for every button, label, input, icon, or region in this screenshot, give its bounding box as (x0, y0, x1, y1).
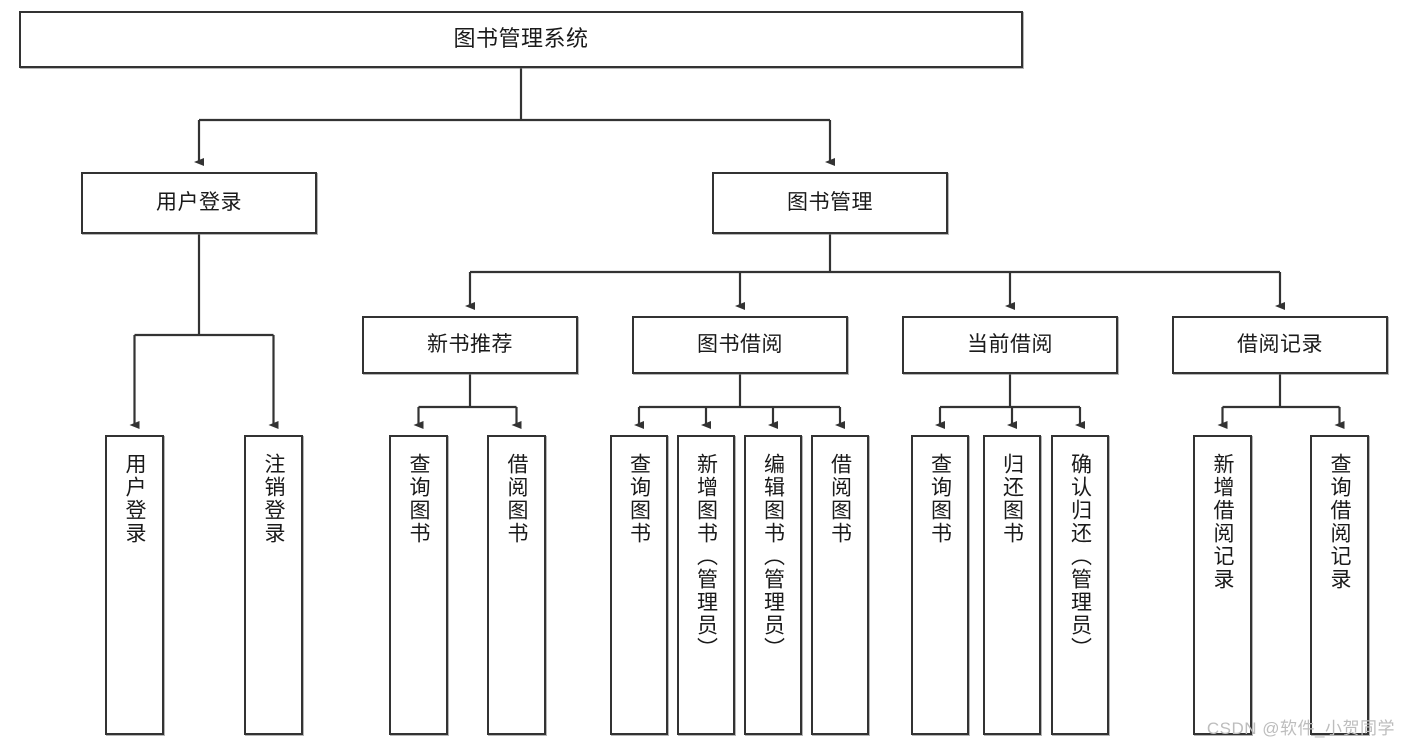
node-user-login[interactable]: 用户登录 (81, 172, 317, 234)
node-book-borrow[interactable]: 图书借阅 (632, 316, 848, 374)
node-new-book-recommend[interactable]: 新书推荐 (362, 316, 578, 374)
node-label-borrow-record: 借阅记录 (1237, 333, 1323, 357)
node-label-leaf-user-logout: 注销登录 (262, 453, 285, 545)
node-leaf-add-book-admin[interactable]: 新增图书（管理员） (677, 435, 735, 735)
node-borrow-record[interactable]: 借阅记录 (1172, 316, 1388, 374)
watermark-text: CSDN @软件_小贺同学 (1206, 719, 1395, 738)
node-label-leaf-edit-book-admin: 编辑图书（管理员） (761, 453, 785, 660)
node-leaf-user-login[interactable]: 用户登录 (105, 435, 164, 735)
node-label-leaf-add-borrow-record: 新增借阅记录 (1211, 453, 1234, 591)
node-label-leaf-query-book-current: 查询图书 (928, 453, 952, 545)
node-label-leaf-query-book-borrow: 查询图书 (627, 453, 651, 545)
node-label-root: 图书管理系统 (453, 26, 589, 52)
node-leaf-confirm-return-admin[interactable]: 确认归还（管理员） (1051, 435, 1109, 735)
node-label-leaf-borrow-book-rec: 借阅图书 (505, 453, 528, 545)
node-leaf-query-borrow-record[interactable]: 查询借阅记录 (1310, 435, 1369, 735)
node-label-leaf-return-book: 归还图书 (1000, 453, 1024, 545)
node-root[interactable]: 图书管理系统 (19, 11, 1023, 68)
node-label-leaf-user-login: 用户登录 (123, 453, 146, 545)
node-leaf-query-book-borrow[interactable]: 查询图书 (610, 435, 668, 735)
node-leaf-user-logout[interactable]: 注销登录 (244, 435, 303, 735)
node-leaf-edit-book-admin[interactable]: 编辑图书（管理员） (744, 435, 802, 735)
node-leaf-add-borrow-record[interactable]: 新增借阅记录 (1193, 435, 1252, 735)
node-label-current-borrow: 当前借阅 (967, 333, 1053, 357)
node-leaf-query-book-current[interactable]: 查询图书 (911, 435, 969, 735)
node-book-manage[interactable]: 图书管理 (712, 172, 948, 234)
node-label-book-manage: 图书管理 (787, 191, 873, 215)
node-leaf-return-book[interactable]: 归还图书 (983, 435, 1041, 735)
node-current-borrow[interactable]: 当前借阅 (902, 316, 1118, 374)
node-label-user-login: 用户登录 (156, 191, 242, 215)
node-label-book-borrow: 图书借阅 (697, 333, 783, 357)
node-leaf-borrow-book-rec[interactable]: 借阅图书 (487, 435, 546, 735)
node-label-leaf-confirm-return-admin: 确认归还（管理员） (1068, 453, 1092, 660)
node-leaf-borrow-book[interactable]: 借阅图书 (811, 435, 869, 735)
node-label-new-book-recommend: 新书推荐 (427, 333, 513, 357)
node-label-leaf-borrow-book: 借阅图书 (828, 453, 852, 545)
node-leaf-query-book-rec[interactable]: 查询图书 (389, 435, 448, 735)
node-label-leaf-add-book-admin: 新增图书（管理员） (694, 453, 718, 660)
node-label-leaf-query-borrow-record: 查询借阅记录 (1328, 453, 1351, 591)
node-label-leaf-query-book-rec: 查询图书 (407, 453, 430, 545)
